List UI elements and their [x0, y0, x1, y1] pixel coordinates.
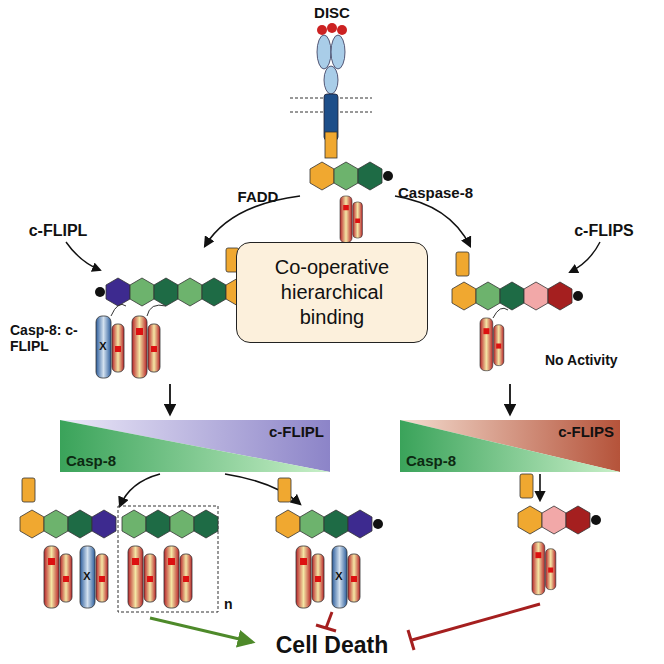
protein-name: Caspase-8 — [398, 184, 473, 201]
process-box: Co-operative hierarchical binding — [236, 242, 428, 343]
inhibitor-name: c-FLIPS — [558, 423, 614, 440]
protein-name: c-FLIPL — [29, 222, 88, 240]
outcome-label: Cell Death — [276, 632, 388, 658]
enzyme-name: Casp-8 — [66, 452, 116, 469]
inactive-mark: X — [335, 570, 342, 583]
repeat-number: n — [224, 596, 233, 612]
inactive-mark: X — [83, 570, 90, 583]
enzyme-name: Casp-8 — [406, 452, 456, 469]
gradient-band: c-FLIPS Casp-8 — [400, 420, 620, 472]
inactive-mark: X — [99, 340, 106, 353]
receptor-name: DISC — [314, 4, 350, 21]
protein-name: FADD — [238, 188, 279, 205]
status-note: No Activity — [545, 352, 655, 368]
complex-name: Casp-8: c-FLIPL — [10, 322, 90, 354]
inhibitor-name: c-FLIPL — [269, 423, 324, 440]
box-text: Co-operative hierarchical binding — [251, 255, 413, 330]
gradient-band: c-FLIPL Casp-8 — [60, 420, 330, 472]
protein-name: c-FLIPS — [574, 222, 634, 240]
